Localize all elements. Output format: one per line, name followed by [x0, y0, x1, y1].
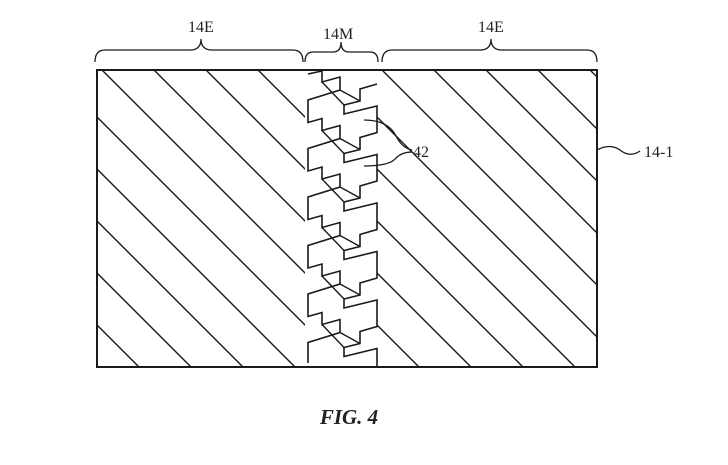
left-hatch-line [97, 168, 296, 367]
left-hatch-line [97, 324, 140, 367]
middle-region-right-boundary [343, 83, 378, 366]
jag-connector [321, 275, 345, 300]
right-hatch-line [537, 70, 597, 130]
left-region-label: 14E [188, 19, 214, 36]
right-hatch-line [377, 272, 472, 367]
right-hatch-line [433, 70, 597, 234]
right-hatch-line [589, 70, 597, 78]
jag-connector [339, 283, 361, 296]
feature-leader-line-upper [363, 119, 413, 151]
middle-region-connectors [321, 81, 361, 348]
jag-connector [321, 130, 345, 154]
feature-leader-line-lower [363, 151, 413, 167]
right-hatch-line [381, 70, 597, 286]
right-hatch-line [377, 324, 420, 367]
right-region-label: 14E [478, 19, 504, 36]
layer-outline [96, 69, 598, 368]
middle-region-label: 14M [323, 26, 353, 43]
right-region-brace [381, 38, 598, 63]
left-hatch-line [97, 220, 244, 367]
left-region-brace [94, 38, 304, 63]
middle-region-jagged-pattern [307, 70, 378, 366]
feature-label: 42 [413, 144, 429, 161]
left-hatch-line [205, 70, 305, 170]
figure-caption: FIG. 4 [319, 405, 378, 429]
middle-region-left-boundary [307, 70, 341, 363]
jag-connector [339, 89, 361, 102]
jag-connector [321, 178, 345, 203]
left-hatch-line [101, 70, 305, 274]
jag-connector [339, 234, 361, 248]
left-hatch-line [300, 60, 617, 377]
jag-connector [321, 227, 345, 251]
jag-connector [339, 331, 361, 345]
right-hatch-line [377, 168, 576, 367]
right-hatch-line [377, 220, 524, 367]
left-hatch-line [257, 70, 305, 118]
jag-connector [339, 186, 361, 199]
left-edge-region-hatching [0, 60, 617, 377]
middle-region-brace [304, 41, 379, 63]
left-hatch-line [97, 116, 305, 326]
layer-leader-line [596, 145, 641, 155]
jag-connector [321, 81, 345, 106]
jag-connector [321, 324, 345, 348]
left-hatch-line [97, 272, 192, 367]
right-edge-region-hatching [60, 60, 597, 377]
right-hatch-line [485, 70, 597, 182]
jag-connector [339, 137, 361, 151]
left-hatch-line [0, 60, 97, 377]
right-hatch-line [60, 60, 377, 377]
left-hatch-line [153, 70, 305, 222]
layer-label: 14-1 [644, 144, 673, 161]
right-hatch-line [377, 116, 597, 338]
